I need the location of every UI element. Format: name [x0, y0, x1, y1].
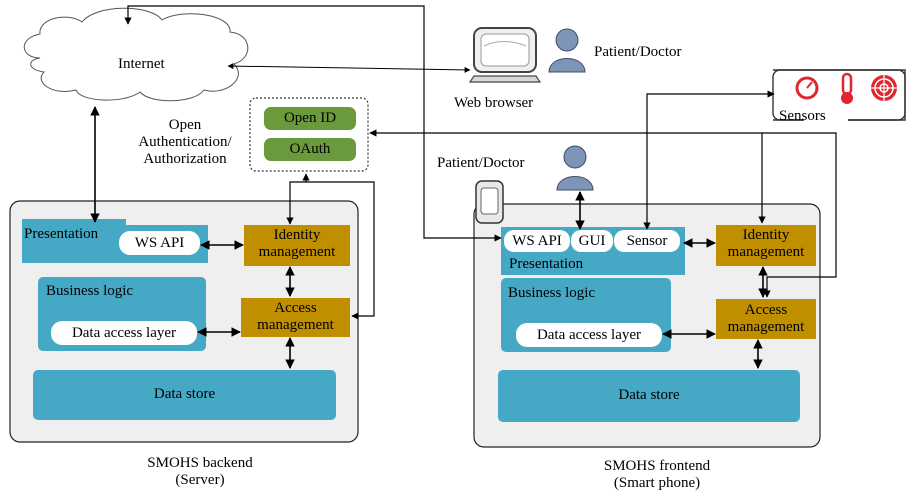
backend-caption: SMOHS backend(Server)	[147, 455, 253, 488]
open-auth-label: Open Authentication/ Authorization	[138, 117, 232, 167]
computer-icon	[468, 27, 542, 83]
backend-access-box	[241, 298, 350, 337]
backend-dal-pill	[51, 321, 197, 345]
phone-icon	[475, 180, 504, 224]
backend-business-label: Business logic	[46, 283, 134, 299]
frontend-access-box	[716, 299, 816, 339]
radar-icon	[871, 75, 897, 101]
frontend-gui-label: GUI	[578, 233, 606, 249]
thermometer-icon	[841, 72, 853, 104]
backend-datastore-label: Data store	[153, 386, 216, 402]
backend-wsapi-label: WS API	[134, 235, 185, 251]
gauge-icon	[795, 76, 819, 100]
internet-cloud	[23, 7, 249, 102]
backend-dal-label: Data access layer	[71, 325, 177, 341]
backend-datastore-box	[33, 370, 336, 420]
frontend-dal-pill	[516, 323, 662, 347]
frontend-identity-box	[716, 225, 816, 266]
frontend-presentation-label: Presentation	[509, 256, 584, 272]
frontend-sensor-pill	[614, 230, 680, 252]
internet-label: Internet	[118, 56, 165, 72]
frontend-sensor-label: Sensor	[626, 233, 668, 249]
frontend-datastore-label: Data store	[618, 387, 680, 403]
frontend-business-label: Business logic	[508, 285, 596, 301]
user-icon-top	[548, 28, 586, 73]
frontend-wsapi-pill	[504, 230, 570, 252]
sensors-label: Sensors	[779, 108, 826, 124]
openid-label: Open ID	[283, 110, 337, 126]
connectors	[90, 5, 837, 369]
frontend-gui-pill	[571, 230, 613, 252]
patient-doctor-top-label: Patient/Doctor	[594, 44, 682, 60]
frontend-wsapi-label: WS API	[512, 233, 562, 249]
user-icon-phone	[556, 145, 594, 191]
patient-doctor-phone-label: Patient/Doctor	[437, 155, 525, 171]
frontend-dal-label: Data access layer	[536, 327, 642, 343]
backend-presentation-label: Presentation	[24, 226, 99, 242]
web-browser-label: Web browser	[454, 95, 534, 111]
frontend-caption: SMOHS frontend(Smart phone)	[603, 458, 711, 491]
frontend-datastore-box	[498, 370, 800, 422]
oauth-label: OAuth	[289, 141, 331, 157]
